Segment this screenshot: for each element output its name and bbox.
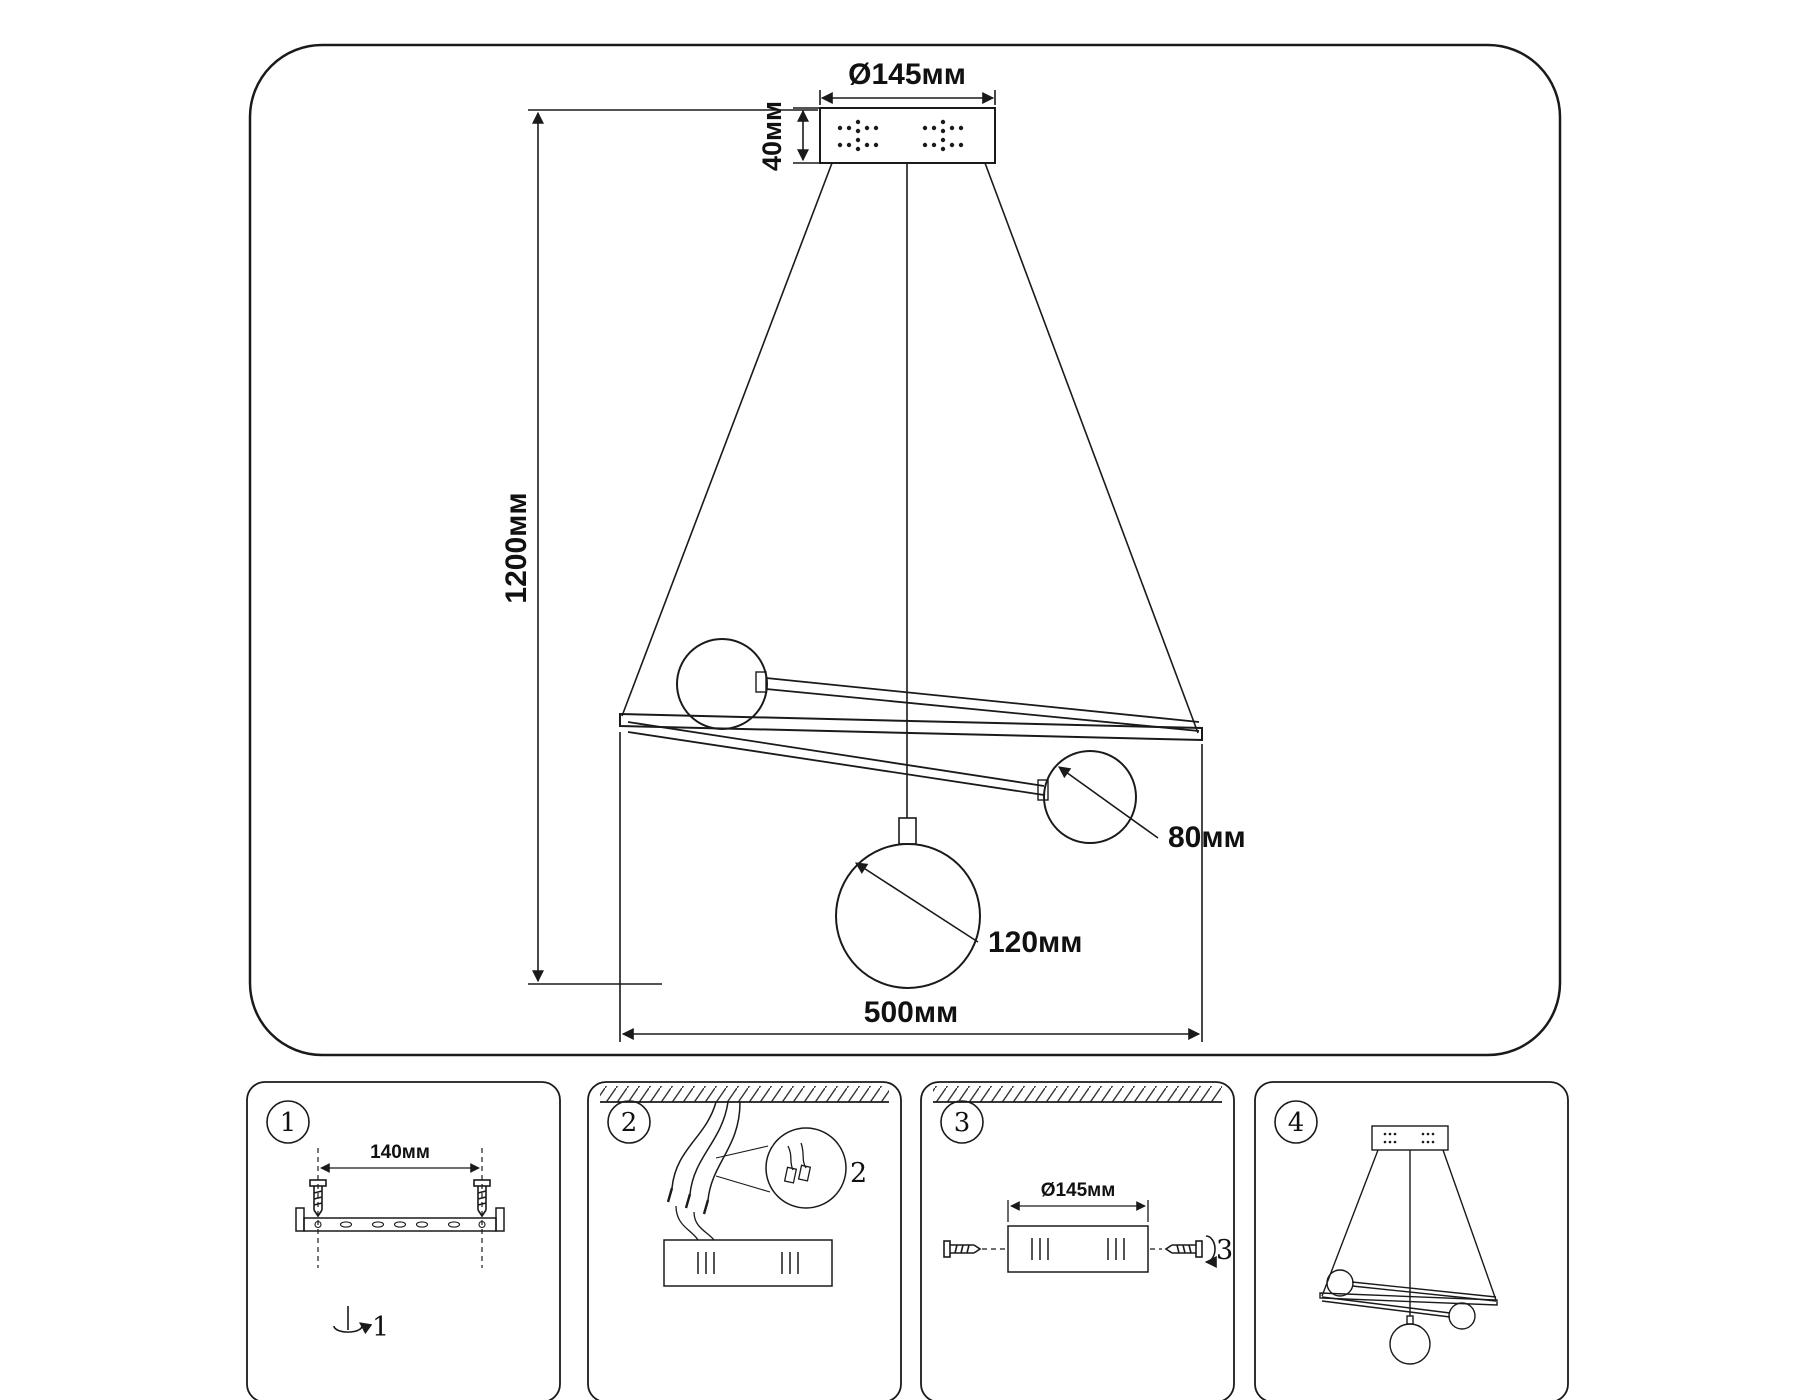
dim-canopy-diameter: Ø145мм [819, 58, 996, 105]
step-1-panel: 1 140мм [246, 1081, 561, 1400]
step-3-panel: 3 Ø145мм 3 [920, 1081, 1235, 1400]
canopy-height-label: 40мм [757, 101, 787, 171]
dim-fixture-width: 500мм [619, 732, 1203, 1042]
canopy-diameter-label: Ø145мм [848, 58, 966, 91]
dim-suspension-height: 1200мм [500, 109, 818, 985]
step-4-number: 4 [1288, 1108, 1305, 1138]
step-3-action-number: 3 [1216, 1235, 1233, 1266]
dim-sphere-80: 80мм [1058, 766, 1246, 854]
suspension-height-label: 1200мм [500, 492, 533, 603]
wire-connection-magnifier [715, 1127, 847, 1209]
sphere-neck [1037, 779, 1049, 801]
wire-connector-detail [783, 1142, 812, 1184]
dim-canopy-diameter-step: Ø145мм [1007, 1180, 1149, 1222]
canopy-perforations [837, 119, 964, 152]
cable-right [984, 162, 1199, 734]
step-2-number: 2 [621, 1108, 638, 1138]
ceiling-wires [666, 1101, 741, 1241]
fixture-bar [619, 712, 1203, 742]
canopy-front-view [1007, 1225, 1149, 1273]
canopy-front-view [663, 1239, 833, 1287]
step-2-callout-number: 2 [850, 1158, 867, 1189]
mounting-bracket [295, 1207, 505, 1232]
step-1-number: 1 [280, 1108, 297, 1138]
main-border [248, 43, 1562, 1057]
step-3-number: 3 [954, 1108, 971, 1138]
dim-bracket-width: 140мм [320, 1142, 480, 1173]
rod-lower [627, 721, 1049, 801]
step-1-number-badge [266, 1100, 310, 1144]
cable-left [621, 162, 833, 717]
sphere-right [1043, 750, 1137, 844]
mini-canopy-perforations [1383, 1132, 1435, 1144]
ceiling-hatch [600, 1086, 889, 1103]
sphere-bottom [835, 817, 981, 989]
step-2-panel: 2 2 [587, 1081, 902, 1400]
rotate-action-icon [333, 1306, 373, 1335]
suspension-cables [621, 162, 1199, 818]
small-sphere-label: 80мм [1168, 821, 1246, 854]
bracket-width-label: 140мм [370, 1142, 430, 1163]
step-4-panel: 4 [1254, 1081, 1569, 1400]
sphere-cap [898, 817, 917, 845]
side-screws [943, 1235, 1217, 1268]
ceiling-hatch [933, 1086, 1222, 1103]
large-sphere-label: 120мм [988, 926, 1082, 959]
sphere-neck [755, 671, 767, 693]
step-panels: 1 140мм [246, 1081, 1569, 1400]
dim-canopy-height: 40мм [757, 101, 820, 171]
fixture-width-label: 500мм [864, 996, 958, 1029]
anchor-screws [309, 1148, 491, 1268]
step-4-number-badge [1274, 1100, 1318, 1144]
rod-upper [755, 671, 1200, 732]
dim-sphere-120: 120мм [854, 862, 1082, 959]
assembled-fixture-mini [1319, 1125, 1498, 1365]
ceiling-canopy [819, 107, 996, 164]
canopy-diameter-step-label: Ø145мм [1041, 1180, 1116, 1201]
main-diagram: Ø145мм 40мм 1200мм [248, 43, 1562, 1057]
sphere-upper-left [676, 638, 768, 730]
step-1-action-number: 1 [372, 1312, 389, 1343]
